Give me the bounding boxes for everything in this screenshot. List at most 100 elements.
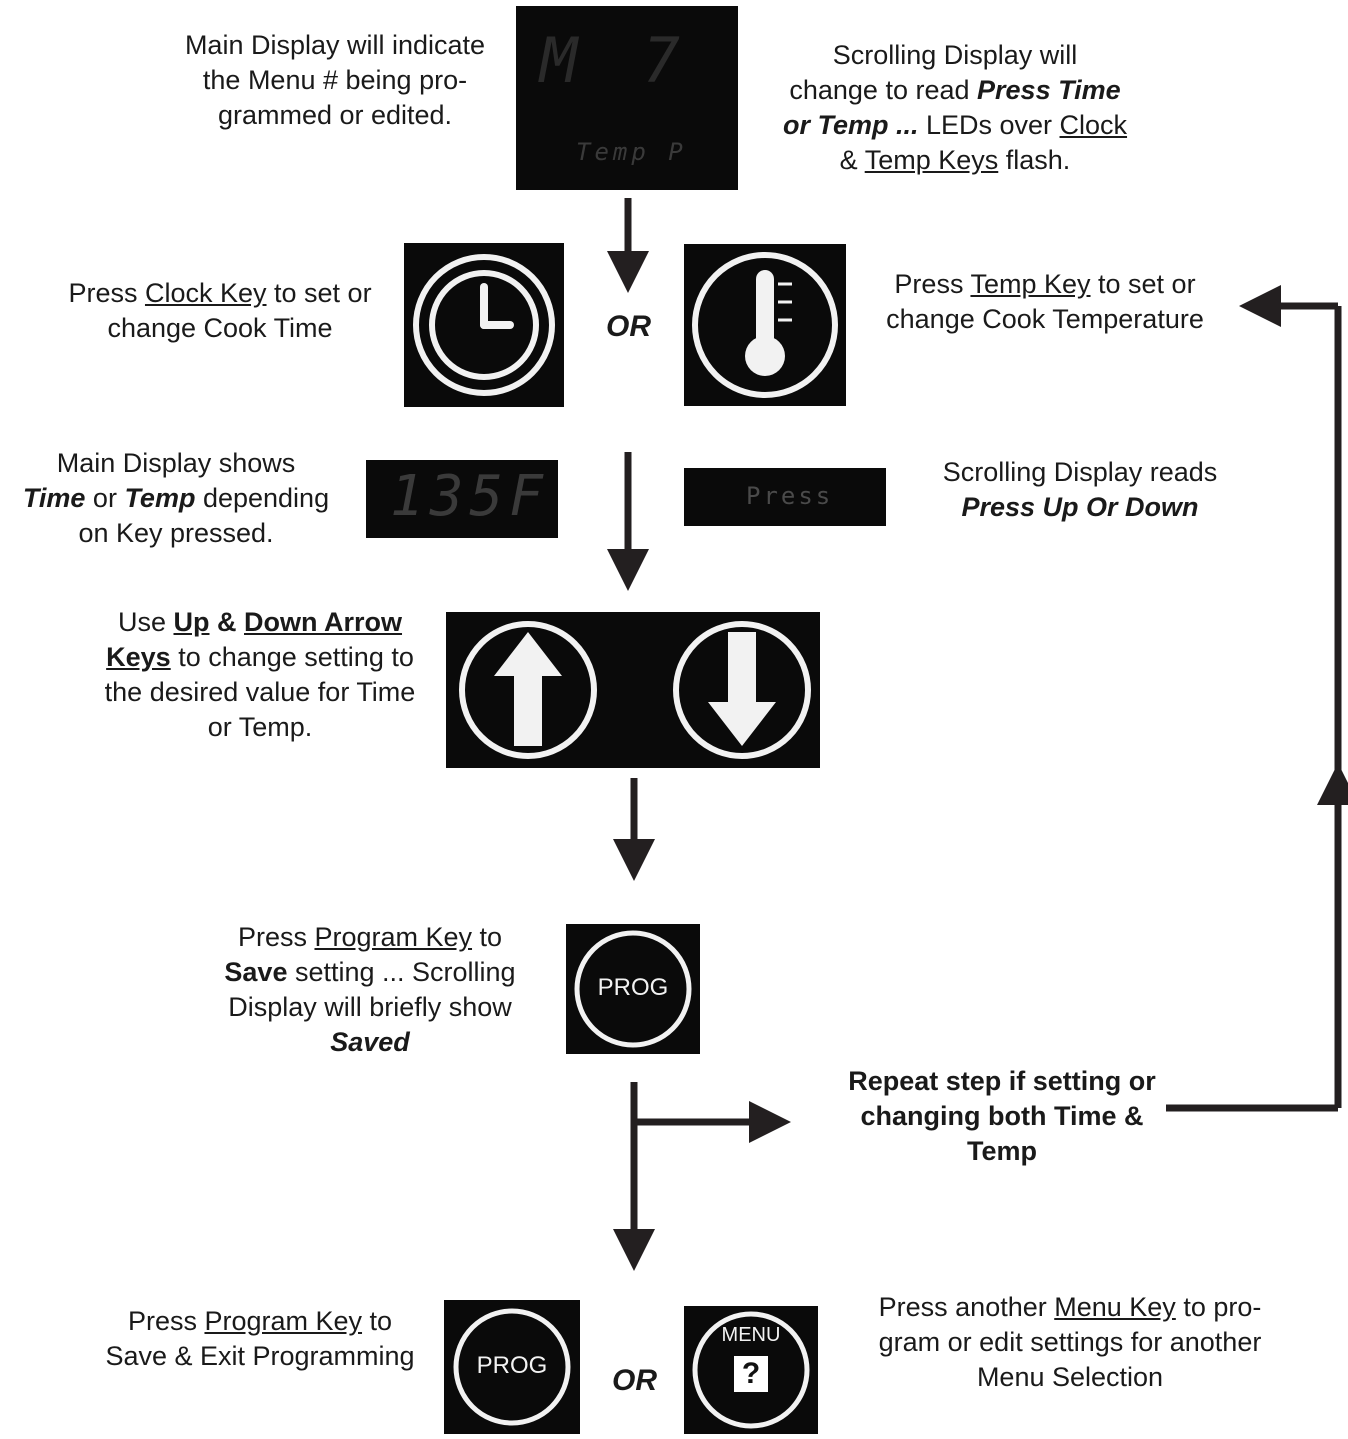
step6-right-text: Press another Menu Key to pro- gram or e…	[850, 1290, 1290, 1395]
text-span: Down Arrow	[244, 607, 402, 637]
text-span: to	[362, 1306, 392, 1336]
text-span: to set or	[267, 278, 372, 308]
or-label: OR	[606, 310, 651, 344]
text-line: Press Clock Key to set or	[30, 276, 410, 311]
text-span: to change setting to	[171, 642, 414, 672]
step6-left-text: Press Program Key to Save & Exit Program…	[60, 1304, 460, 1374]
scrolling-display-press: Press	[684, 468, 886, 526]
step5-text: Press Program Key to Save setting ... Sc…	[200, 920, 540, 1060]
menu-key[interactable]: MENU ?	[684, 1306, 818, 1434]
text-line: Press another Menu Key to pro-	[850, 1290, 1290, 1325]
text-line: Use Up & Down Arrow	[70, 605, 450, 640]
main-display-panel: M 7 Temp P	[516, 6, 738, 190]
text-span: or	[85, 483, 124, 513]
text-span: Temp Keys	[865, 145, 999, 175]
text-line: Press Up Or Down	[880, 490, 1280, 525]
text-span: or Temp ...	[783, 110, 919, 140]
text-span: flash.	[998, 145, 1070, 175]
text-line: Main Display will indicate	[140, 28, 530, 63]
text-span: Use	[118, 607, 174, 637]
down-arrow-icon	[708, 632, 776, 746]
prog-key-exit[interactable]: PROG	[444, 1300, 580, 1434]
text-span: &	[840, 145, 865, 175]
text-span: Press	[238, 922, 315, 952]
text-span: depending	[195, 483, 329, 513]
prog-key[interactable]: PROG	[566, 924, 700, 1054]
text-line: Temp	[800, 1134, 1204, 1169]
text-line: the Menu # being pro-	[140, 63, 530, 98]
text-line: changing both Time &	[800, 1099, 1204, 1134]
text-span: setting ... Scrolling	[287, 957, 515, 987]
text-span: Save	[224, 957, 287, 987]
text-line: & Temp Keys flash.	[760, 143, 1150, 178]
step4-text: Use Up & Down Arrow Keys to change setti…	[70, 605, 450, 745]
text-line: change to read Press Time	[760, 73, 1150, 108]
text-line: grammed or edited.	[140, 98, 530, 133]
prog-key-exit-label: PROG	[444, 1352, 580, 1380]
step3-right-text: Scrolling Display reads Press Up Or Down	[880, 455, 1280, 525]
up-arrow-icon	[494, 632, 562, 746]
text-span: Program Key	[314, 922, 472, 952]
text-span: Press another	[879, 1292, 1055, 1322]
text-span: Program Key	[204, 1306, 362, 1336]
down-arrow-key[interactable]	[676, 624, 808, 756]
text-span: LEDs over	[918, 110, 1059, 140]
text-span: to set or	[1091, 269, 1196, 299]
text-span: to	[472, 922, 502, 952]
step3-left-text: Main Display shows Time or Temp dependin…	[0, 446, 352, 551]
text-line: gram or edit settings for another	[850, 1325, 1290, 1360]
text-line: the desired value for Time	[70, 675, 450, 710]
up-arrow-key[interactable]	[462, 624, 594, 756]
text-line: Save & Exit Programming	[60, 1339, 460, 1374]
arrow-keys-panel	[446, 612, 820, 768]
text-span: Clock	[1060, 110, 1128, 140]
menu-key-label: MENU	[684, 1324, 818, 1347]
text-span: Time	[23, 483, 86, 513]
text-span: Press Time	[977, 75, 1121, 105]
prog-key-label: PROG	[566, 974, 700, 1002]
text-line: Menu Selection	[850, 1360, 1290, 1395]
question-icon: ?	[734, 1356, 768, 1392]
scrolling-display: Temp P	[576, 138, 687, 166]
text-line: Scrolling Display will	[760, 38, 1150, 73]
step1-right-text: Scrolling Display will change to read Pr…	[760, 38, 1150, 178]
text-span: Clock Key	[145, 278, 267, 308]
clock-key[interactable]	[404, 243, 564, 407]
text-line: Press Program Key to	[200, 920, 540, 955]
text-line: Save setting ... Scrolling	[200, 955, 540, 990]
text-line: Display will briefly show	[200, 990, 540, 1025]
text-span: Press	[128, 1306, 205, 1336]
text-span: Temp Key	[970, 269, 1090, 299]
text-line: Saved	[200, 1025, 540, 1060]
text-span: Keys	[106, 642, 171, 672]
menu-number-display: M 7	[540, 24, 694, 97]
text-span: Press	[894, 269, 970, 299]
step2-left-text: Press Clock Key to set or change Cook Ti…	[30, 276, 410, 346]
text-span: to pro-	[1176, 1292, 1262, 1322]
text-line: or Temp.	[70, 710, 450, 745]
arrow-keys	[446, 612, 820, 768]
main-display-value: 135F	[366, 460, 558, 538]
step2-right-text: Press Temp Key to set or change Cook Tem…	[850, 267, 1240, 337]
text-span: Temp	[124, 483, 195, 513]
repeat-note: Repeat step if setting or changing both …	[800, 1064, 1204, 1169]
text-line: Repeat step if setting or	[800, 1064, 1204, 1099]
text-span: &	[210, 607, 245, 637]
text-span: Menu Key	[1054, 1292, 1176, 1322]
text-line: Keys to change setting to	[70, 640, 450, 675]
text-line: or Temp ... LEDs over Clock	[760, 108, 1150, 143]
text-line: Time or Temp depending	[0, 481, 352, 516]
text-line: change Cook Time	[30, 311, 410, 346]
text-span: Up	[174, 607, 210, 637]
text-line: change Cook Temperature	[850, 302, 1240, 337]
clock-icon	[404, 243, 564, 407]
text-line: Press Temp Key to set or	[850, 267, 1240, 302]
scrolling-display-text: Press	[746, 482, 833, 510]
text-line: Scrolling Display reads	[880, 455, 1280, 490]
temp-key[interactable]	[684, 244, 846, 406]
thermometer-icon	[684, 244, 846, 406]
or-label-exit: OR	[612, 1364, 657, 1398]
text-line: on Key pressed.	[0, 516, 352, 551]
text-span: change to read	[789, 75, 977, 105]
text-line: Main Display shows	[0, 446, 352, 481]
